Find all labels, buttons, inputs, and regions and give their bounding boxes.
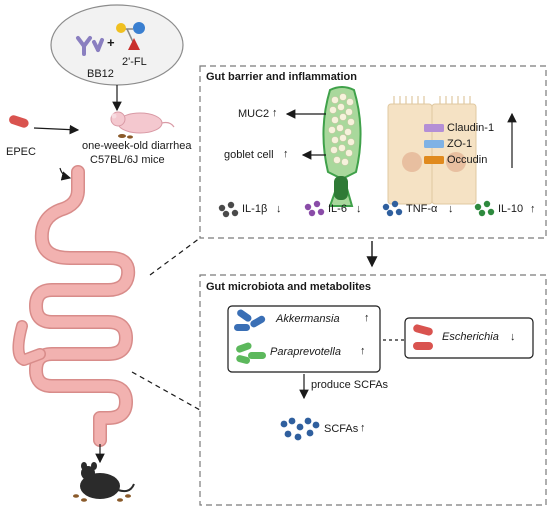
intestine-illustration [12,165,136,447]
akkermansia-bacteria-icon [234,309,266,331]
paraprevotella-up-arrow: ↑ [360,345,366,357]
connector-bottom [131,371,201,411]
microbiota-panel-frame [199,274,547,506]
decreased-taxa-box [404,317,534,359]
zo1-label: ZO-1 [447,138,473,150]
produce-scfas-label: produce SCFAs [311,379,389,391]
epec-bacteria-icon [9,115,29,128]
goblet-up-arrow: ↑ [283,148,289,160]
escherichia-bacteria-icon [413,324,433,350]
mice-label-line2: C57BL/6J mice [90,154,165,166]
paraprevotella-bacteria-icon [236,342,266,364]
zo1-block [424,140,444,148]
muc2-label: MUC2 [238,108,270,120]
occludin-label: Occudin [447,154,488,166]
treatment-oval [50,4,184,86]
black-mouse-icon [73,462,135,502]
il10-dots-icon [474,200,495,217]
scfas-label: SCFAs [324,423,359,435]
mice-label-line1: one-week-old diarrhea [82,140,192,152]
arrow-to-intestine [59,167,72,181]
escherichia-down-arrow: ↓ [510,331,516,343]
il10-up-arrow: ↑ [530,203,536,215]
epec-label: EPEC [6,146,36,158]
akkermansia-up-arrow: ↑ [364,312,370,324]
il10-label: IL-10 [498,203,524,215]
barrier-panel-frame [199,65,547,239]
barrier-panel-title: Gut barrier and inflammation [206,71,357,83]
goblet-label: goblet cell [224,149,274,161]
scfa-molecules-icon [280,417,320,441]
2fl-sugar-icon [116,22,145,50]
tnfa-dots-icon [382,200,403,217]
paraprevotella-label: Paraprevotella [270,346,341,358]
il6-dots-icon [304,200,325,217]
il6-down-arrow: ↓ [356,203,362,215]
bb12-label: BB12 [87,68,114,80]
bb12-bacteria-icon [76,36,104,56]
claudin-label: Claudin-1 [447,122,495,134]
scfas-up-arrow: ↑ [360,422,366,434]
akkermansia-label: Akkermansia [276,313,340,325]
2fl-label: 2'-FL [122,56,147,68]
microbiota-panel-title: Gut microbiota and metabolites [206,281,372,293]
goblet-cell-illustration [322,86,362,207]
il1b-label: IL-1β [242,203,268,215]
arrow-epec-to-mice [33,124,80,135]
il1b-down-arrow: ↓ [276,203,282,215]
tnfa-label: TNF-α [406,203,438,215]
epithelial-cells-illustration [387,96,477,205]
mouse-icon [110,111,175,139]
tnfa-down-arrow: ↓ [448,203,454,215]
muc2-up-arrow: ↑ [272,107,278,119]
claudin-block [424,124,444,132]
escherichia-label: Escherichia [442,331,499,343]
plus-sign: + [107,35,115,50]
il1b-dots-icon [218,201,239,218]
connector-top [149,237,201,276]
il6-label: IL-6 [328,203,347,215]
occludin-block [424,156,444,164]
